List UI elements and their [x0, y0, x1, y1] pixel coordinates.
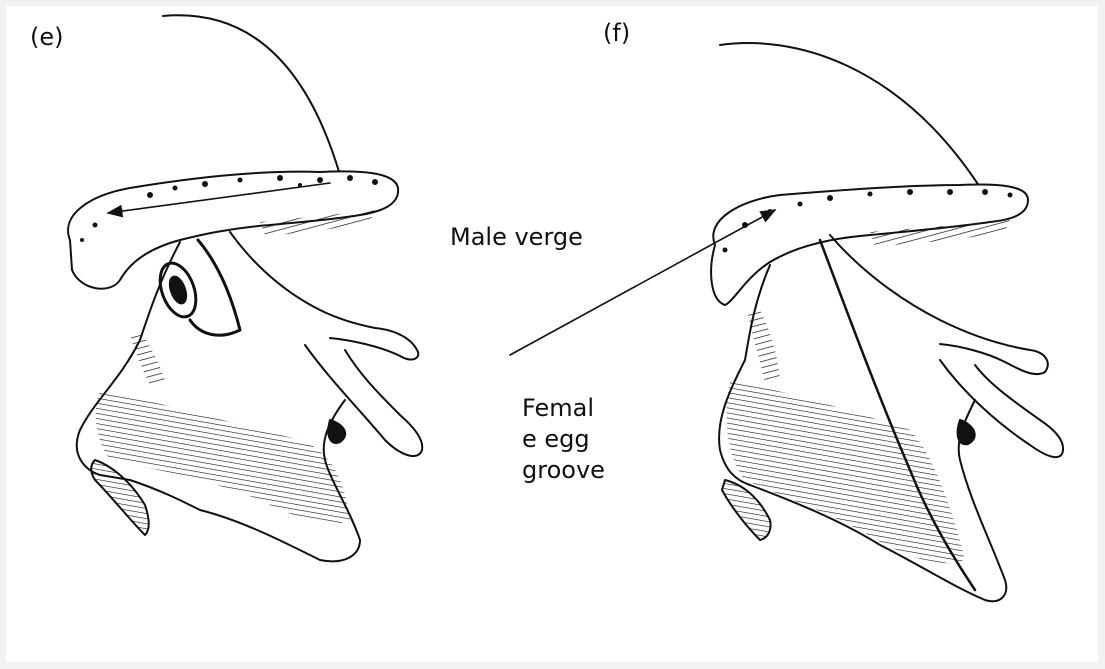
- specimen-e-drawing: [68, 15, 422, 561]
- panel-label-f: (f): [603, 18, 630, 49]
- female-egg-groove-label: Femal e egg groove: [522, 393, 642, 487]
- specimen-f-drawing: [510, 43, 1063, 601]
- male-verge-label: Male verge: [450, 222, 583, 253]
- panel-label-e: (e): [30, 22, 64, 53]
